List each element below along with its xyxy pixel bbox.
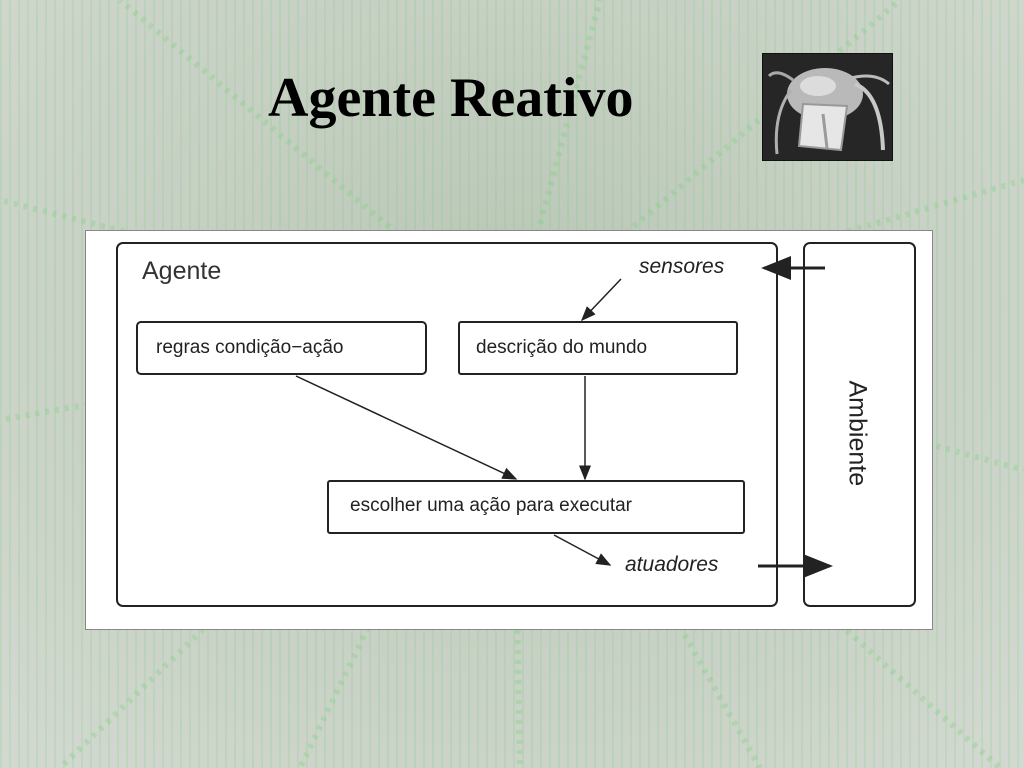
rules-to-action-arrow — [295, 375, 518, 480]
action-box-label: escolher uma ação para executar — [350, 495, 632, 516]
agent-label: Agente — [142, 257, 222, 285]
rules-box — [136, 321, 427, 375]
world-description-box — [458, 321, 738, 375]
action-selection-box — [327, 480, 745, 534]
slide-title: Agente Reativo — [268, 67, 634, 129]
sensors-to-world-arrow — [580, 278, 622, 322]
rules-box-label: regras condição−ação — [156, 337, 344, 358]
sensors-label: sensores — [639, 255, 725, 278]
world-box-label: descrição do mundo — [476, 337, 648, 358]
ant-head-icon — [763, 54, 892, 160]
actuators-label: atuadores — [625, 553, 719, 576]
diagram-panel: Agente sensores regras condição−ação des… — [85, 230, 933, 630]
environment-box — [803, 242, 916, 607]
ant-head-image — [762, 53, 893, 161]
agent-box — [116, 242, 778, 607]
reactive-agent-diagram — [116, 242, 916, 607]
environment-label: Ambiente — [843, 380, 872, 487]
action-to-actuators-arrow — [553, 534, 612, 566]
